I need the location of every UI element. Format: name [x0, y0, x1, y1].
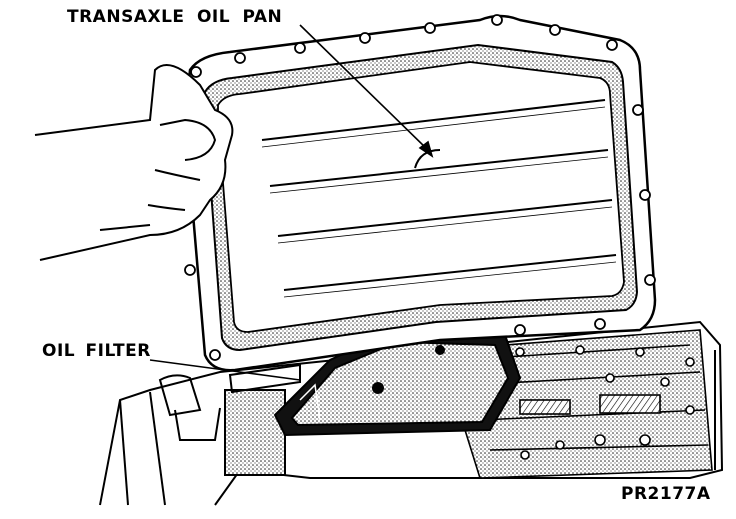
oil-pan-label: TRANSAXLE OIL PAN [67, 7, 283, 27]
hand [34, 64, 234, 261]
oil-filter-leader [149, 359, 301, 381]
transaxle-housing [99, 320, 724, 506]
figure-code: PR2177A [621, 484, 711, 504]
oil-pan [179, 14, 657, 372]
pan-ribs [261, 99, 617, 298]
oil-filter [273, 328, 522, 437]
oil-pan-arrowhead [418, 140, 434, 158]
leader-lines [149, 24, 434, 381]
oil-pan-leader [299, 24, 429, 151]
oil-filter-label: OIL FILTER [42, 341, 151, 361]
pan-bolt-holes [179, 14, 656, 361]
